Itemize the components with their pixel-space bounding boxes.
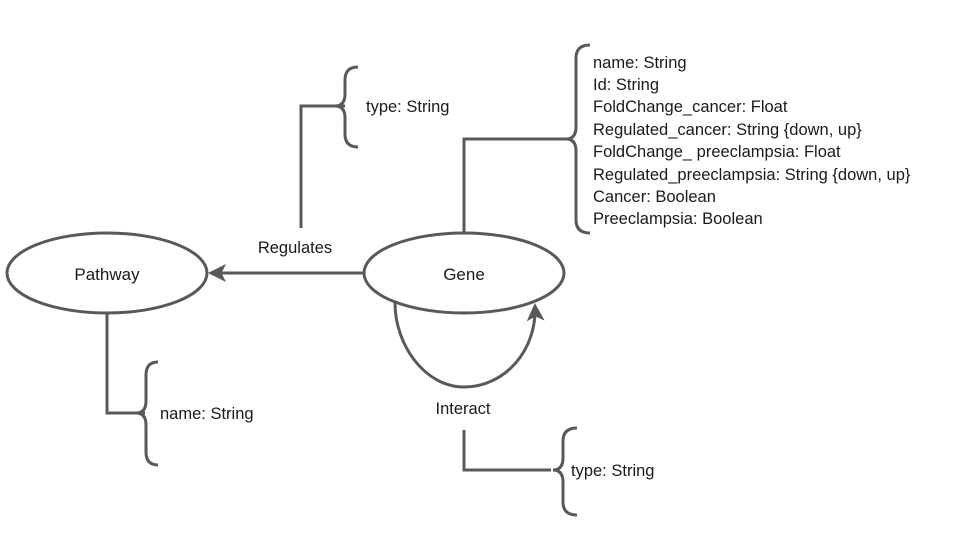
interact-label: Interact bbox=[435, 400, 490, 418]
gene-attr-id: Id: String bbox=[593, 76, 659, 94]
pathway-label: Pathway bbox=[74, 265, 140, 284]
gene-attr-preeclampsia: Preeclampsia: Boolean bbox=[593, 210, 763, 228]
gene-attr-name: name: String bbox=[593, 54, 687, 72]
gene-attribute-list: name: String Id: String FoldChange_cance… bbox=[593, 54, 911, 228]
pathway-name-attr: name: String bbox=[160, 405, 254, 423]
gene-attr-foldchange-cancer: FoldChange_cancer: Float bbox=[593, 98, 788, 116]
regulates-attr-connector bbox=[299, 104, 345, 228]
regulates-label: Regulates bbox=[258, 239, 332, 257]
gene-attr-brace bbox=[565, 43, 591, 235]
gene-attr-foldchange-preeclampsia: FoldChange_ preeclampsia: Float bbox=[593, 143, 841, 161]
gene-attr-cancer: Cancer: Boolean bbox=[593, 188, 716, 206]
gene-attr-regulated-cancer: Regulated_cancer: String {down, up} bbox=[593, 121, 862, 139]
gene-attr-connector bbox=[462, 137, 569, 233]
pathway-attr-brace bbox=[135, 360, 159, 467]
gene-attr-regulated-preeclampsia: Regulated_preeclampsia: String {down, up… bbox=[593, 166, 911, 184]
interact-attr-connector bbox=[462, 430, 551, 472]
regulates-type-attr: type: String bbox=[366, 98, 449, 116]
pathway-node: Pathway bbox=[5, 231, 209, 315]
pathway-attr-connector bbox=[105, 313, 145, 415]
gene-node: Gene bbox=[362, 231, 566, 315]
gene-label: Gene bbox=[443, 265, 485, 284]
regulates-attr-brace bbox=[334, 65, 359, 149]
interact-type-attr: type: String bbox=[571, 462, 654, 480]
interact-attr-brace bbox=[552, 426, 578, 517]
interact-edge bbox=[393, 302, 545, 389]
